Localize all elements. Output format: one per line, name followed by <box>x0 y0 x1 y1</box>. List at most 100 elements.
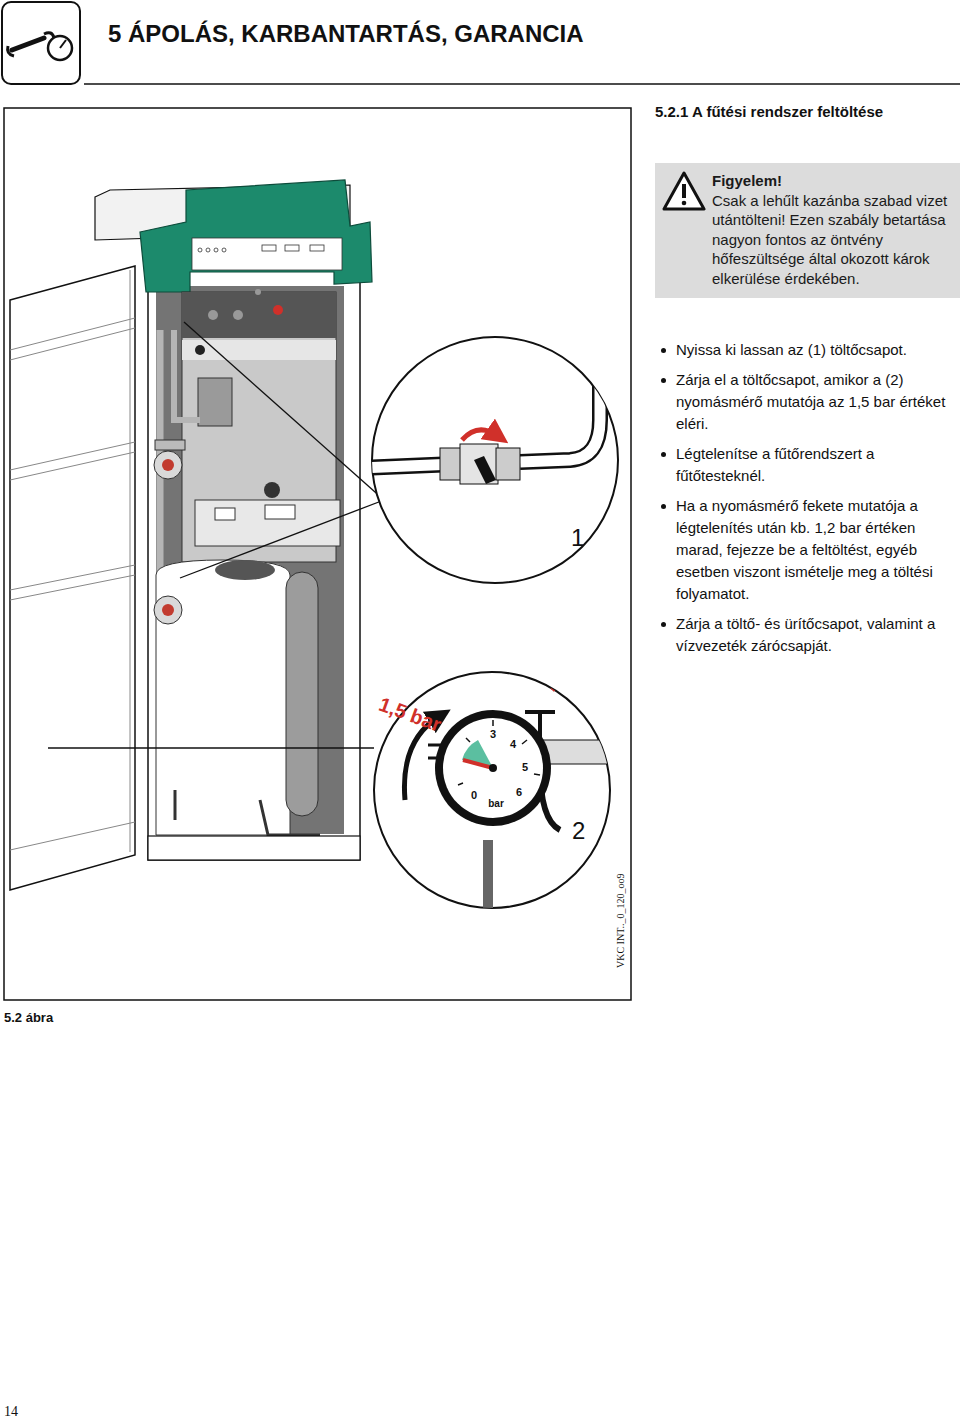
boiler-part <box>192 238 342 270</box>
boiler-part <box>195 345 205 355</box>
boiler-part <box>198 245 324 252</box>
boiler <box>10 180 372 890</box>
drawing-code: VKC INT.._0_120_oo9 <box>615 873 627 968</box>
boiler-part-part <box>310 245 324 251</box>
detail-circle-gauge-part-part <box>458 720 540 785</box>
detail-circle-valve-part-part <box>440 448 462 480</box>
boiler-part <box>148 268 360 860</box>
bullet-dot <box>661 622 666 627</box>
page-title: 5 ÁPOLÁS, KARBANTARTÁS, GARANCIA <box>108 18 584 49</box>
boiler-part <box>162 604 174 616</box>
gauge-scale-number: 4 <box>510 738 516 751</box>
boiler-part <box>154 596 182 624</box>
warning-icon <box>662 171 706 211</box>
boiler-part-part <box>198 248 202 252</box>
bullet-dot <box>661 348 666 353</box>
boiler-part <box>174 790 177 820</box>
bullet-dot <box>661 504 666 509</box>
boiler-part <box>286 572 318 816</box>
detail-circle-gauge-part-part-part <box>492 720 494 726</box>
detail-circle-gauge-part-part <box>435 710 551 826</box>
boiler-part <box>174 330 200 420</box>
header-icon-part <box>60 40 66 48</box>
bullet-dot <box>661 452 666 457</box>
boiler-part <box>140 180 372 292</box>
warning-triangle <box>664 173 704 209</box>
boiler-part-part <box>10 575 135 600</box>
boiler-part <box>195 500 340 546</box>
gauge-scale-number: 3 <box>490 728 496 741</box>
boiler-part <box>215 508 235 520</box>
detail-circle-valve-part-part <box>496 448 520 480</box>
boiler-part <box>198 378 232 426</box>
callout-number: 2 <box>572 817 585 846</box>
detail-circle-gauge <box>374 672 615 910</box>
detail-circle-valve-part-part <box>460 444 498 484</box>
boiler-part-part <box>10 318 135 350</box>
boiler-part <box>155 440 185 450</box>
header-rule <box>84 83 960 85</box>
boiler-part <box>233 310 243 320</box>
header-icon-part <box>48 36 72 60</box>
leader-lines-part <box>48 747 374 748</box>
boiler-part-part <box>10 328 135 360</box>
detail-circle-gauge-part-part-part <box>522 740 527 744</box>
boiler-part <box>10 266 135 890</box>
instruction-step: Légtelenítse a fűtőrendszert a fűtőteste… <box>676 443 956 487</box>
section-heading: 5.2.1 A fűtési rendszer feltöltése <box>655 103 883 121</box>
detail-circle-valve-part-part <box>462 430 498 440</box>
boiler-part <box>208 310 218 320</box>
detail-circle-gauge-part-part <box>462 740 493 768</box>
warning-text: Csak a lehűlt kazánba szabad vizet utánt… <box>712 191 952 289</box>
boiler-part <box>182 292 336 338</box>
boiler-part <box>10 270 135 852</box>
gauge-scale-number: 5 <box>522 761 528 774</box>
boiler-part <box>273 305 283 315</box>
warning-mark <box>682 184 686 198</box>
leader-lines-part <box>184 322 384 500</box>
figure-caption: 5.2 ábra <box>4 1010 53 1027</box>
bullet-dot <box>661 378 666 383</box>
warning-box: Figyelem!Csak a lehűlt kazánba szabad vi… <box>655 163 960 298</box>
boiler-part-part <box>10 822 135 850</box>
leader-lines-part <box>180 500 384 578</box>
detail-circle-gauge-part-part <box>489 764 497 772</box>
boiler-part <box>215 560 275 580</box>
boiler-part <box>255 289 261 295</box>
boiler-part <box>156 286 344 834</box>
boiler-part <box>154 451 182 479</box>
detail-circle-gauge-part-part <box>463 760 493 768</box>
detail-circle-valve-part <box>360 330 600 484</box>
instruction-step: Nyissa ki lassan az (1) töltőcsapot. <box>676 339 956 361</box>
boiler-part <box>182 340 336 360</box>
detail-circle-gauge-part-part <box>443 718 543 818</box>
instruction-step: Ha a nyomásmérő fekete mutatója a légtel… <box>676 495 956 605</box>
figure-frame <box>4 108 631 1000</box>
warning-heading: Figyelem! <box>712 171 952 191</box>
boiler-part-part <box>214 248 218 252</box>
boiler-part-part <box>10 565 135 590</box>
detail-circle-gauge-part-part-part <box>466 738 470 742</box>
boiler-part-part <box>130 270 131 852</box>
header-icon-part <box>12 38 44 50</box>
detail-circle-gauge-part-part <box>552 680 592 690</box>
detail-circle-gauge-part-part-part <box>534 774 540 775</box>
header-icon-part <box>2 2 80 84</box>
pressure-value: 1,5 bar <box>376 692 445 737</box>
boiler-part <box>265 505 295 519</box>
detail-circle-gauge-part-part <box>483 840 493 910</box>
gauge-scale-number: 0 <box>471 789 477 802</box>
boiler-part-part <box>10 452 135 480</box>
boiler-part <box>260 800 320 835</box>
boiler-part-part <box>222 248 226 252</box>
boiler-part-part <box>206 248 210 252</box>
figure-frame-part <box>4 108 631 1000</box>
gauge-unit: bar <box>488 798 504 810</box>
boiler-part <box>148 836 360 860</box>
boiler-part <box>162 459 174 471</box>
instruction-step: Zárja a töltő- és ürítőcsapot, valamint … <box>676 613 956 657</box>
detail-circle-valve <box>360 330 618 583</box>
gauge-scale-number: 6 <box>516 786 522 799</box>
detail-circle-gauge-part-part-part <box>458 783 463 785</box>
